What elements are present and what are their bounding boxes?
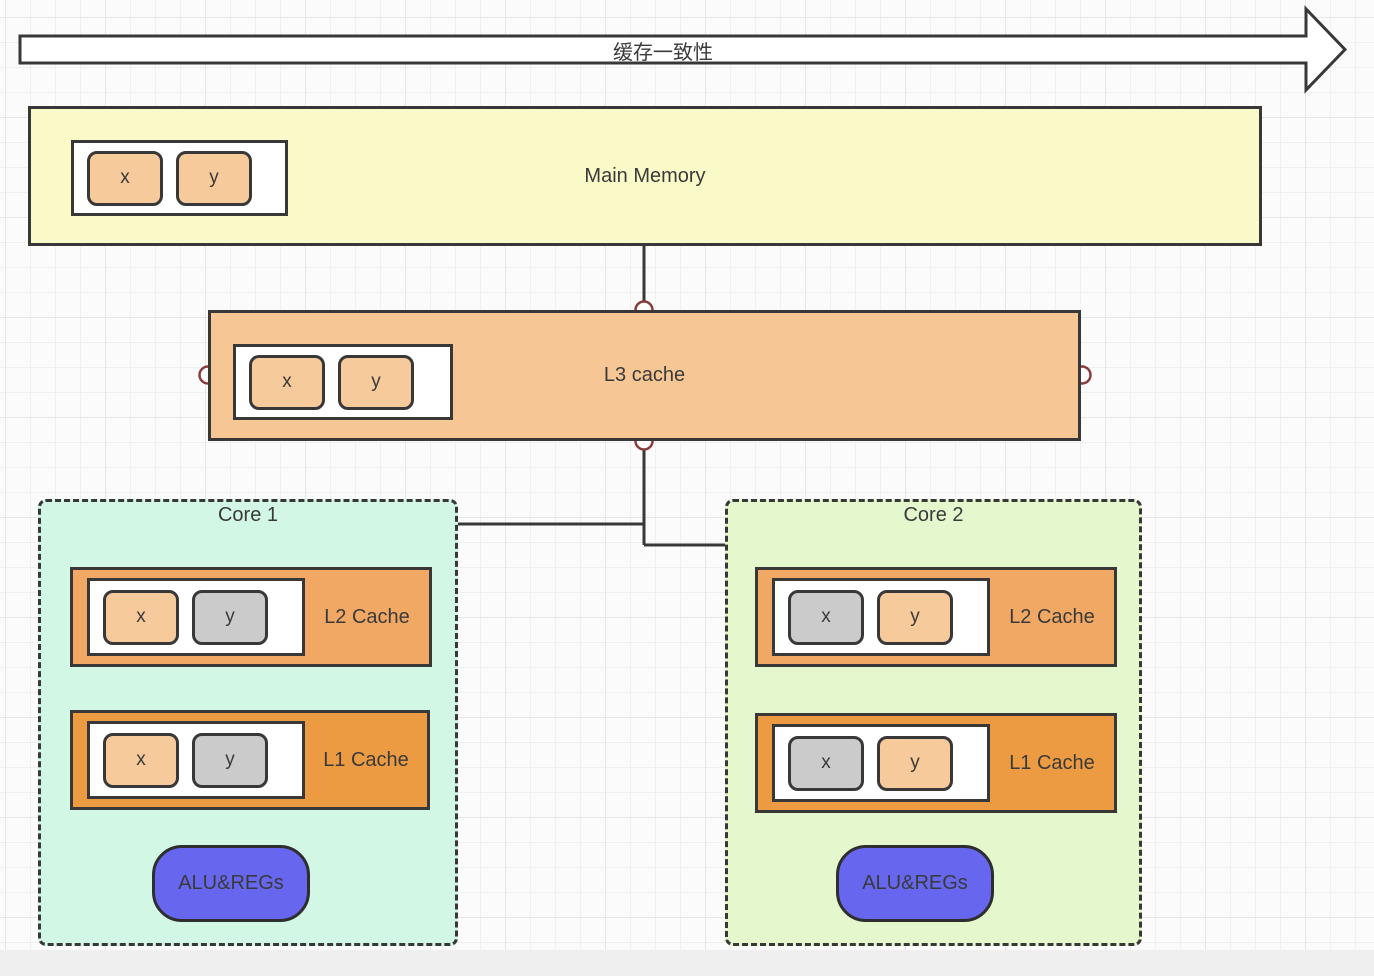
core1-l2-register-strip[interactable]: x y <box>87 578 305 656</box>
core1-alu-label: ALU&REGs <box>178 872 284 894</box>
cache-cell-y[interactable]: y <box>176 150 252 206</box>
core2-l2-register-strip[interactable]: x y <box>772 578 990 656</box>
core1-l2-cache-node[interactable]: x y L2 Cache <box>70 567 432 667</box>
core2-l2-cache-node[interactable]: x y L2 Cache <box>755 567 1117 667</box>
core2-l1-cache-node[interactable]: x y L1 Cache <box>755 713 1117 813</box>
cache-cell-y[interactable]: y <box>877 735 953 791</box>
core2-l1-register-strip[interactable]: x y <box>772 724 990 802</box>
main-memory-node[interactable]: Main Memory x y <box>28 106 1262 246</box>
core2-l2-cache-label: L2 Cache <box>1009 605 1095 628</box>
cache-cell-y[interactable]: y <box>338 354 414 410</box>
core2-alu-label: ALU&REGs <box>862 872 968 894</box>
core1-title: Core 1 <box>217 504 279 526</box>
cache-cell-y[interactable]: y <box>877 589 953 645</box>
core1-l1-register-strip[interactable]: x y <box>87 721 305 799</box>
main-memory-register-strip[interactable]: x y <box>71 140 288 216</box>
l3-cache-node[interactable]: L3 cache x y <box>208 310 1081 441</box>
core1-group[interactable]: Core 1 x y L2 Cache x y L1 Cache ALU&REG… <box>38 499 458 946</box>
cache-cell-x[interactable]: x <box>788 735 864 791</box>
cache-cell-x[interactable]: x <box>103 732 179 788</box>
coherence-arrow-label: 缓存一致性 <box>613 41 713 64</box>
cache-cell-x[interactable]: x <box>788 589 864 645</box>
core2-l1-cache-label: L1 Cache <box>1009 751 1095 774</box>
cache-cell-y[interactable]: y <box>192 732 268 788</box>
cache-cell-y[interactable]: y <box>192 589 268 645</box>
core1-alu-node[interactable]: ALU&REGs <box>152 845 310 922</box>
canvas-bottom-strip <box>0 950 1374 976</box>
core1-l1-cache-label: L1 Cache <box>323 748 409 771</box>
cache-cell-x[interactable]: x <box>249 354 325 410</box>
core2-group[interactable]: Core 2 x y L2 Cache x y L1 Cache ALU&REG… <box>725 499 1142 946</box>
core2-title: Core 2 <box>903 504 964 526</box>
l3-register-strip[interactable]: x y <box>233 344 453 420</box>
cache-cell-x[interactable]: x <box>87 150 163 206</box>
core2-alu-node[interactable]: ALU&REGs <box>836 845 994 922</box>
core1-l2-cache-label: L2 Cache <box>324 605 410 628</box>
core1-l1-cache-node[interactable]: x y L1 Cache <box>70 710 430 810</box>
cache-cell-x[interactable]: x <box>103 589 179 645</box>
